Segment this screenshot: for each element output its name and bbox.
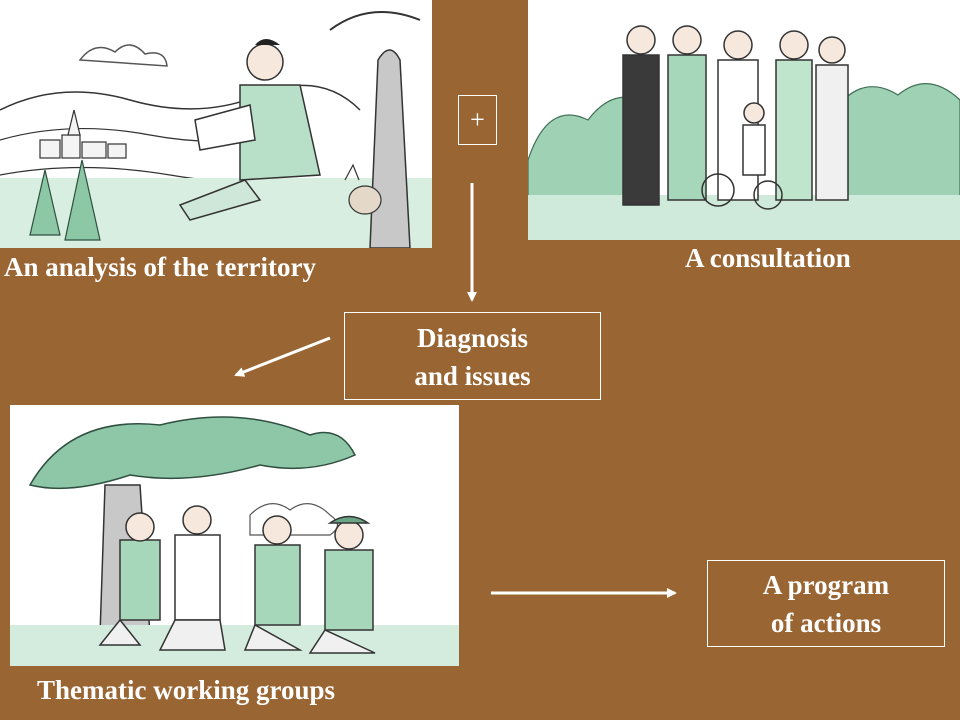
territory-illustration bbox=[0, 0, 432, 248]
consultation-illustration bbox=[528, 0, 960, 240]
territory-caption: An analysis of the territory bbox=[4, 252, 316, 282]
diagnosis-line-2: and issues bbox=[414, 361, 531, 391]
consultation-caption: A consultation bbox=[685, 243, 851, 273]
arrow-to-working-groups bbox=[234, 336, 331, 377]
diagnosis-line-1: Diagnosis bbox=[416, 323, 529, 353]
program-line-1: A program bbox=[762, 570, 890, 600]
plus-box: + bbox=[458, 95, 497, 145]
program-box: A program of actions bbox=[707, 560, 945, 647]
working-groups-caption: Thematic working groups bbox=[37, 675, 336, 705]
diagnosis-box: Diagnosis and issues bbox=[344, 312, 601, 400]
program-line-2: of actions bbox=[770, 608, 882, 638]
working-groups-illustration bbox=[10, 405, 459, 666]
